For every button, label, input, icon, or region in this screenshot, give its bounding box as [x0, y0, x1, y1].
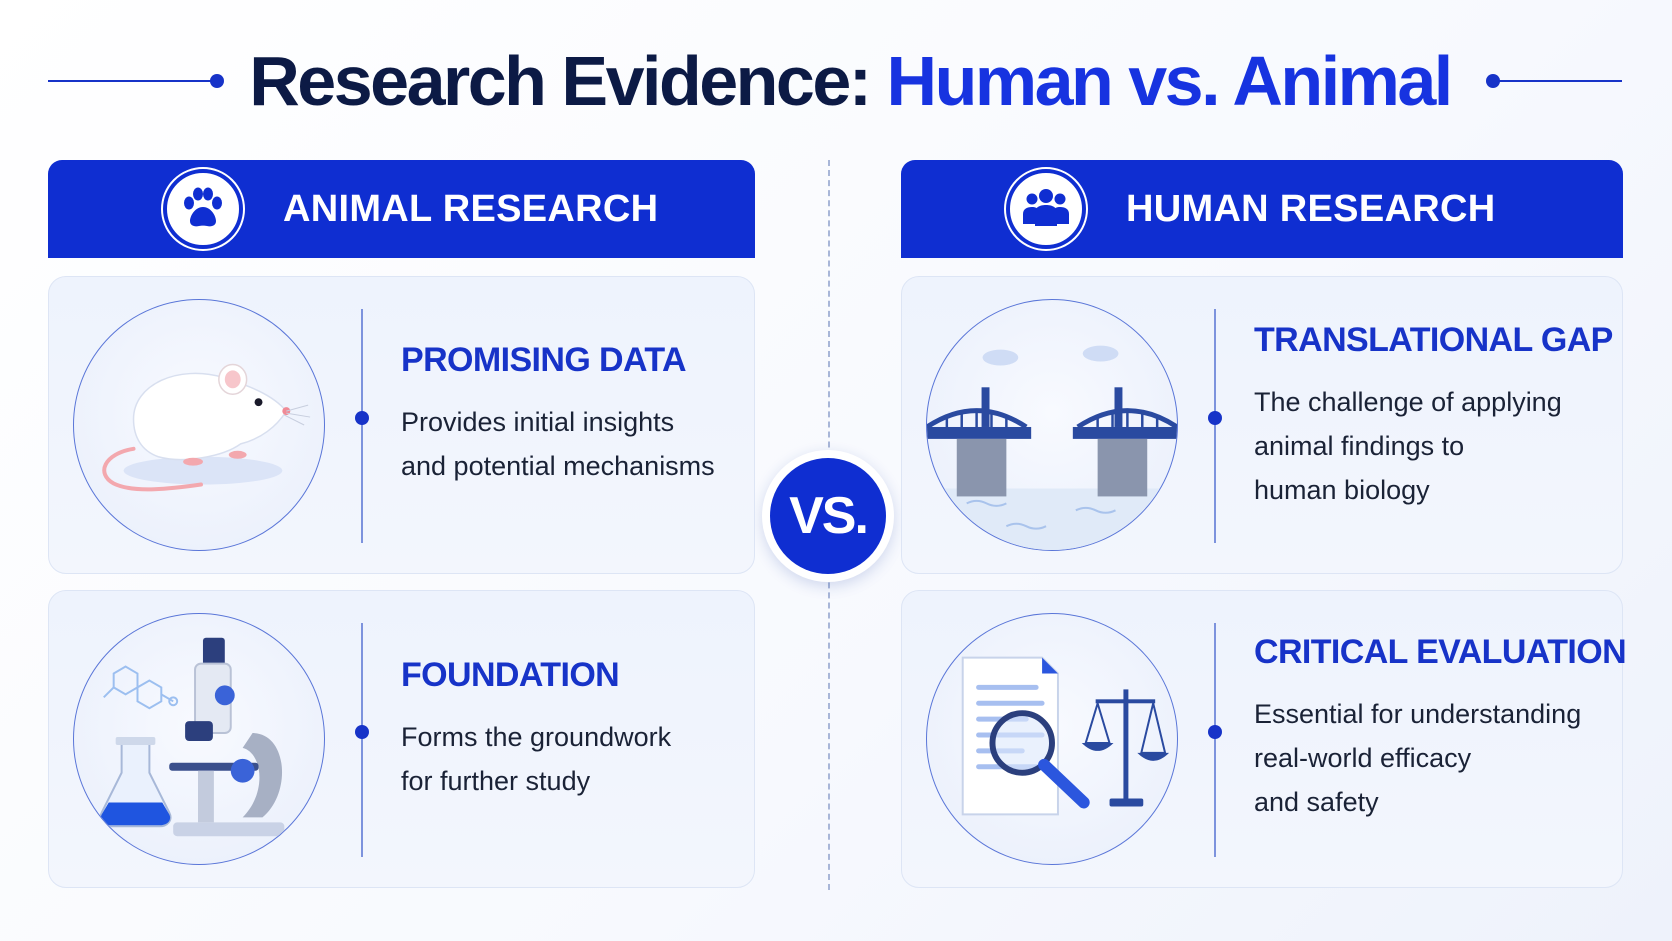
- card-divider-line: [1214, 623, 1216, 857]
- title-rule-dot-left: [210, 74, 224, 88]
- human-research-label: HUMAN RESEARCH: [1126, 187, 1496, 230]
- card-divider-dot: [355, 411, 369, 425]
- translational-gap-card: TRANSLATIONAL GAP The challenge of apply…: [901, 276, 1623, 574]
- title-part-blue: Human vs. Animal: [886, 42, 1454, 120]
- animal-research-header: ANIMAL RESEARCH: [48, 160, 755, 258]
- card-title: CRITICAL EVALUATION: [1254, 633, 1627, 671]
- animal-research-label: ANIMAL RESEARCH: [283, 187, 659, 230]
- card-divider-line: [361, 623, 363, 857]
- card-text-line: and safety: [1254, 787, 1379, 817]
- card-title: PROMISING DATA: [401, 341, 687, 379]
- vs-badge: VS.: [762, 450, 894, 582]
- card-divider-line: [361, 309, 363, 543]
- card-title: FOUNDATION: [401, 656, 620, 694]
- title-part-dark: Research Evidence:: [249, 42, 887, 120]
- card-text-line: for further study: [401, 766, 591, 796]
- card-text-line: human biology: [1254, 475, 1430, 505]
- card-text-line: real-world efficacy: [1254, 743, 1472, 773]
- title-rule-left: [48, 80, 216, 82]
- card-text-line: animal findings to: [1254, 431, 1465, 461]
- card-text-line: The challenge of applying: [1254, 387, 1562, 417]
- document-magnifier-scale-icon: [926, 613, 1178, 865]
- critical-evaluation-card: CRITICAL EVALUATION Essential for unders…: [901, 590, 1627, 888]
- paw-icon: [161, 167, 245, 251]
- vs-badge-inner: VS.: [770, 458, 886, 574]
- card-divider-dot: [1208, 725, 1222, 739]
- foundation-card: FOUNDATION Forms the groundwork for furt…: [48, 590, 755, 888]
- title-row: Research Evidence: Human vs. Animal: [0, 36, 1672, 126]
- title-rule-right: [1492, 80, 1622, 82]
- human-research-header: HUMAN RESEARCH: [901, 160, 1623, 258]
- card-divider-dot: [1208, 411, 1222, 425]
- card-text-line: and potential mechanisms: [401, 451, 715, 481]
- card-text-line: Forms the groundwork: [401, 722, 672, 752]
- promising-data-card: PROMISING DATA Provides initial insights…: [48, 276, 755, 574]
- microscope-icon: [73, 613, 325, 865]
- card-text-line: Essential for understanding: [1254, 699, 1582, 729]
- card-text-line: Provides initial insights: [401, 407, 675, 437]
- card-title: TRANSLATIONAL GAP: [1254, 321, 1613, 359]
- card-divider-line: [1214, 309, 1216, 543]
- card-divider-dot: [355, 725, 369, 739]
- page-title: Research Evidence: Human vs. Animal: [220, 36, 1480, 126]
- broken-bridge-icon: [926, 299, 1178, 551]
- mouse-icon: [73, 299, 325, 551]
- people-group-icon: [1004, 167, 1088, 251]
